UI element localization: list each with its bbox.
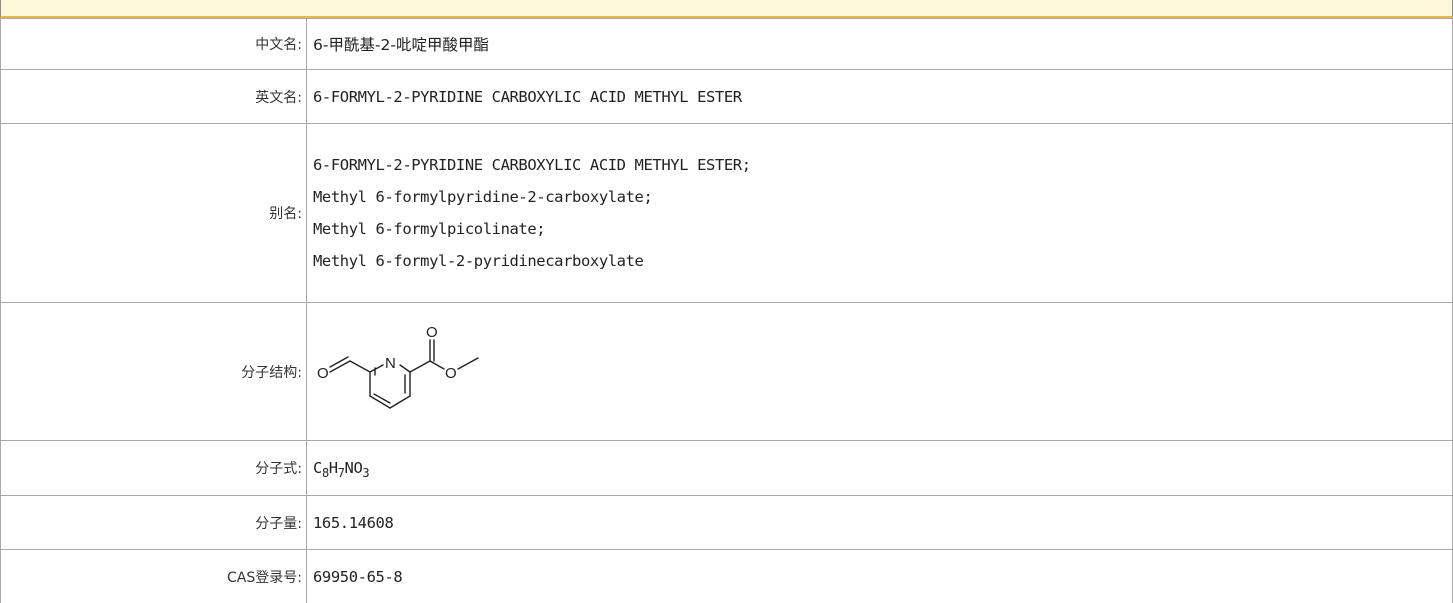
english-name-value: 6-FORMYL-2-PYRIDINE CARBOXYLIC ACID METH… <box>307 70 1453 124</box>
aliases-label: 别名: <box>1 124 307 303</box>
molecular-structure-image: O N O O <box>313 322 513 422</box>
row-formula: 分子式: C8H7NO3 <box>1 441 1453 496</box>
alias-item: 6-FORMYL-2-PYRIDINE CARBOXYLIC ACID METH… <box>313 149 1452 181</box>
structure-value: O N O O <box>307 303 1453 441</box>
molecular-weight-value: 165.14608 <box>307 496 1453 550</box>
row-aliases: 别名: 6-FORMYL-2-PYRIDINE CARBOXYLIC ACID … <box>1 124 1453 303</box>
chinese-name-value: 6-甲酰基-2-吡啶甲酸甲酯 <box>307 19 1453 70</box>
molecular-weight-label: 分子量: <box>1 496 307 550</box>
chinese-name-label: 中文名: <box>1 19 307 70</box>
row-chinese-name: 中文名: 6-甲酰基-2-吡啶甲酸甲酯 <box>1 19 1453 70</box>
formula-element: H <box>329 459 338 477</box>
formula-value: C8H7NO3 <box>307 441 1453 496</box>
compound-info-table: 中文名: 6-甲酰基-2-吡啶甲酸甲酯 英文名: 6-FORMYL-2-PYRI… <box>0 18 1453 603</box>
atom-nitrogen: N <box>385 355 395 372</box>
english-name-label: 英文名: <box>1 70 307 124</box>
header-bar <box>0 0 1453 18</box>
formula-count: 7 <box>338 466 345 480</box>
cas-value: 69950-65-8 <box>307 550 1453 603</box>
row-cas: CAS登录号: 69950-65-8 <box>1 550 1453 603</box>
alias-item: Methyl 6-formylpyridine-2-carboxylate; <box>313 181 1452 213</box>
formula-element: C <box>313 459 322 477</box>
formula-element: NO <box>345 459 363 477</box>
row-structure: 分子结构: <box>1 303 1453 441</box>
formula-count: 8 <box>322 466 329 480</box>
alias-item: Methyl 6-formylpicolinate; <box>313 213 1452 245</box>
row-english-name: 英文名: 6-FORMYL-2-PYRIDINE CARBOXYLIC ACID… <box>1 70 1453 124</box>
formula-count: 3 <box>362 466 369 480</box>
row-molecular-weight: 分子量: 165.14608 <box>1 496 1453 550</box>
cas-label: CAS登录号: <box>1 550 307 603</box>
alias-item: Methyl 6-formyl-2-pyridinecarboxylate <box>313 245 1452 277</box>
structure-label: 分子结构: <box>1 303 307 441</box>
atom-ester-oxygen: O <box>445 365 456 382</box>
aliases-value: 6-FORMYL-2-PYRIDINE CARBOXYLIC ACID METH… <box>307 124 1453 303</box>
atom-carbonyl-oxygen: O <box>426 324 437 341</box>
formula-label: 分子式: <box>1 441 307 496</box>
atom-left-oxygen: O <box>317 365 328 382</box>
